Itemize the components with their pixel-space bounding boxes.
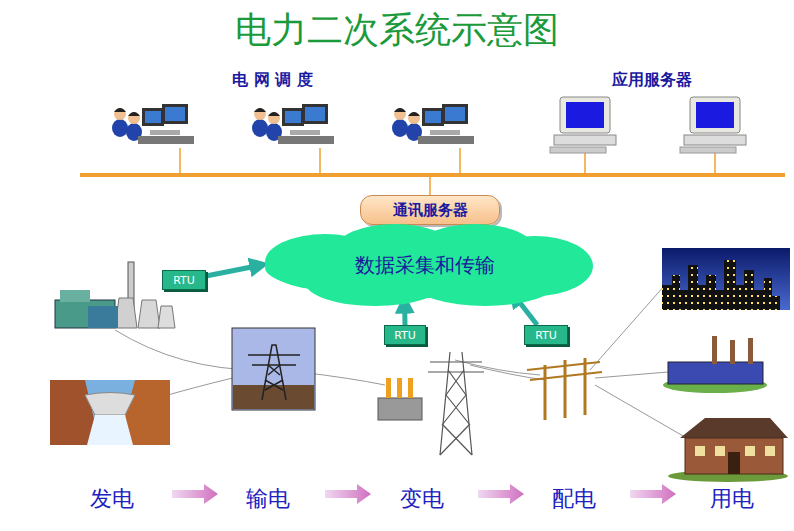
rtu-box: RTU <box>162 270 206 290</box>
caption-label: 输电 <box>246 484 290 514</box>
node-text: RTU <box>535 329 557 342</box>
rtu-box: RTU <box>384 325 426 345</box>
cloud-shape: 数据采集和传输 <box>255 222 595 308</box>
node-text: RTU <box>394 329 416 342</box>
caption-label: 应用服务器 <box>612 70 692 91</box>
data-arrow <box>402 301 407 325</box>
data-arrow <box>206 265 262 276</box>
caption-label: 电 网 调 度 <box>232 70 313 91</box>
caption-label: 发电 <box>90 484 134 514</box>
caption-label: 变电 <box>400 484 444 514</box>
rtu-box: RTU <box>524 325 568 345</box>
caption-label: 配电 <box>552 484 596 514</box>
node-text: 通讯服务器 <box>393 201 468 220</box>
diagram-title: 电力二次系统示意图 <box>235 9 559 50</box>
title-box: 电力二次系统示意图 <box>0 6 794 55</box>
server-box: 通讯服务器 <box>360 195 500 225</box>
caption-label: 用电 <box>710 484 754 514</box>
node-text: 数据采集和传输 <box>355 252 495 279</box>
node-text: RTU <box>173 274 195 287</box>
